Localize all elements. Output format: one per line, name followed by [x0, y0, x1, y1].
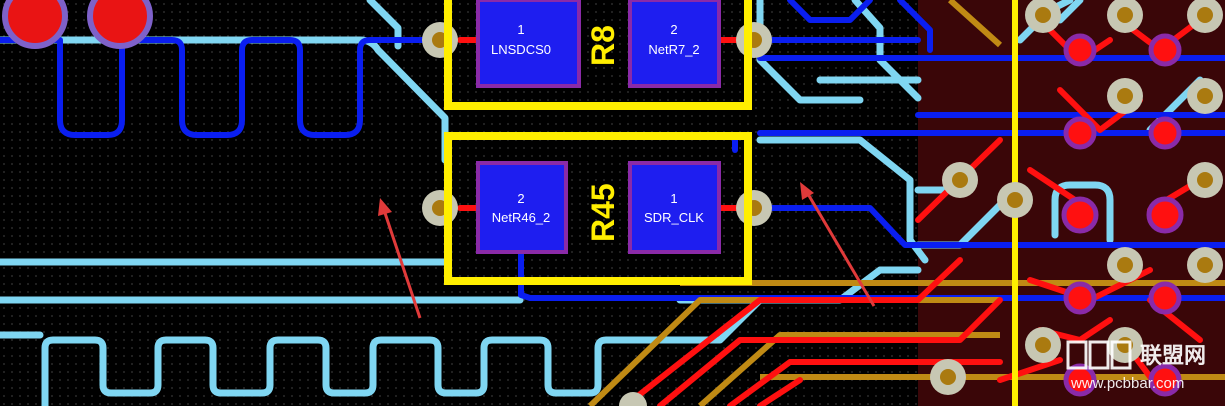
- r45-designator: R45: [585, 183, 621, 242]
- r45-pad-1-net: SDR_CLK: [644, 210, 704, 225]
- r8-silkscreen-outline: [444, 0, 752, 110]
- bga-pads: [1061, 33, 1184, 397]
- r45-pad-1-number: 1: [670, 191, 677, 206]
- r45-pad-2[interactable]: 2 NetR46_2: [476, 161, 568, 254]
- r8-pad-1-number: 1: [517, 22, 524, 37]
- r45-pad-2-number: 2: [517, 191, 524, 206]
- watermark-url: www.pcbbar.com: [1070, 375, 1184, 392]
- component-r8[interactable]: 1 LNSDCS0 2 NetR7_2 R8: [444, 0, 752, 110]
- r45-silkscreen-outline: [444, 132, 752, 285]
- r8-pad-2-number: 2: [670, 22, 677, 37]
- top-left-vias: [2, 0, 153, 49]
- watermark: 联盟网 www.pcbbar.com: [1066, 340, 1206, 392]
- r8-pad-2-net: NetR7_2: [648, 42, 699, 57]
- r8-pad-1-net: LNSDCS0: [491, 42, 551, 57]
- r45-pad-1[interactable]: 1 SDR_CLK: [628, 161, 721, 254]
- r8-pad-1[interactable]: 1 LNSDCS0: [476, 0, 581, 88]
- annotation-arrow-icon: [800, 182, 876, 307]
- annotation-arrow-icon: [378, 198, 422, 319]
- pcb-logo: [1066, 340, 1132, 370]
- r8-designator: R8: [585, 25, 621, 66]
- watermark-chinese: 联盟网: [1140, 343, 1206, 368]
- component-r45[interactable]: 2 NetR46_2 1 SDR_CLK R45: [444, 132, 752, 285]
- r45-pad-2-net: NetR46_2: [492, 210, 551, 225]
- r8-pad-2[interactable]: 2 NetR7_2: [628, 0, 721, 88]
